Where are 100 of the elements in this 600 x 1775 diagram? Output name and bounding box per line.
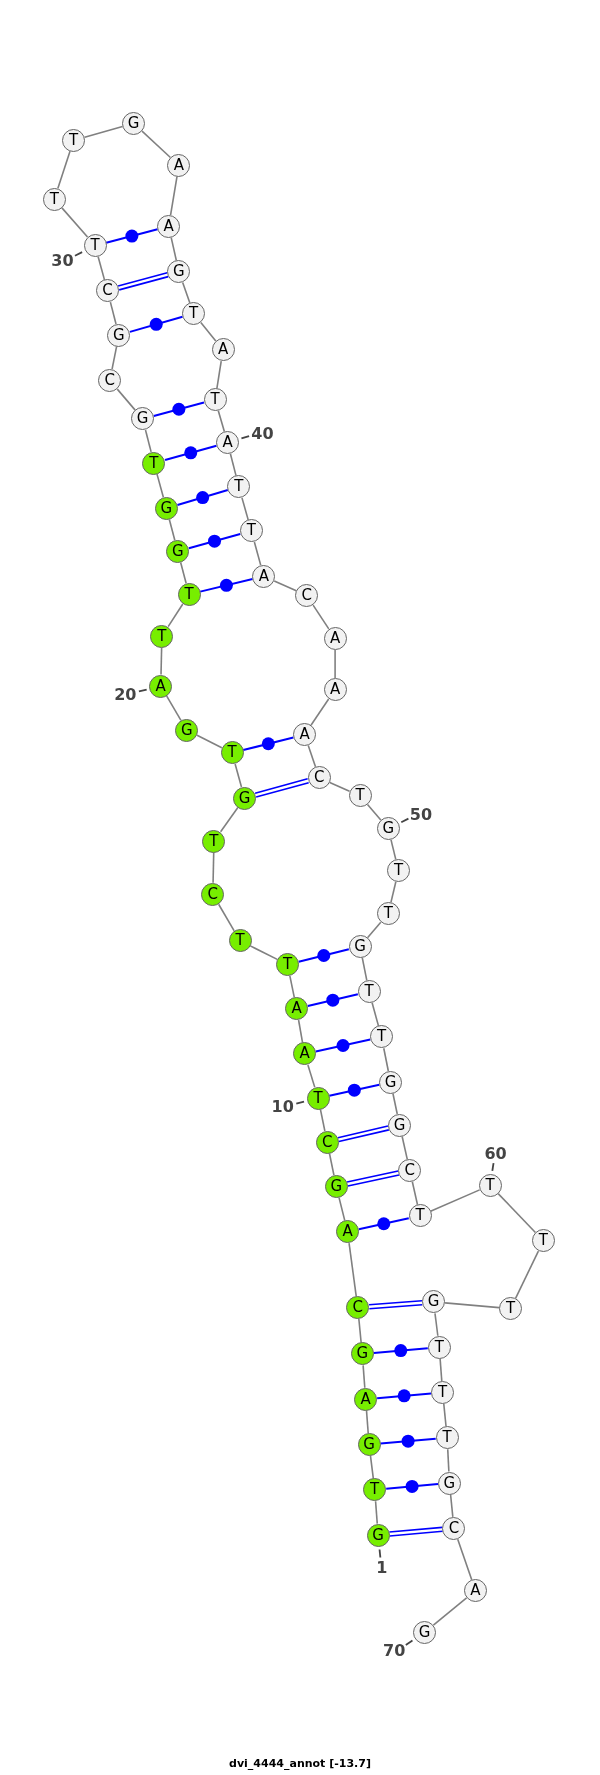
nucleotide-circle: G — [348, 934, 372, 958]
nucleotide-circle: T — [62, 128, 86, 152]
nucleotide-circle: T — [348, 784, 372, 808]
nucleotide-circle: G — [357, 1433, 381, 1456]
nucleotide-circle: T — [276, 953, 300, 976]
nucleotide-circle: G — [107, 323, 131, 347]
nucleotide-circle: G — [379, 1070, 403, 1094]
backbone-line — [449, 1493, 454, 1518]
backbone-line — [273, 580, 298, 592]
base-pair-line — [379, 1434, 437, 1448]
nucleotide-circle: A — [285, 997, 309, 1021]
nucleotide-circle: G — [376, 817, 400, 841]
nucleotide-circle: A — [354, 1387, 378, 1411]
backbone-line — [358, 1318, 362, 1344]
backbone-line — [57, 150, 71, 190]
backbone-line — [371, 1002, 380, 1027]
backbone-line — [319, 1108, 326, 1132]
backbone-line — [439, 1357, 443, 1382]
backbone-line — [241, 497, 249, 521]
base-pair-line — [376, 1389, 433, 1403]
nucleotide-circle: T — [203, 388, 227, 412]
base-pair-line — [128, 315, 184, 333]
base-pair-line — [176, 489, 229, 507]
backbone-line — [444, 1302, 500, 1309]
base-pair-line — [164, 444, 218, 461]
nucleotide-circle: T — [478, 1173, 502, 1197]
base-pair-line — [242, 736, 295, 752]
nucleotide-circle: G — [131, 407, 155, 431]
position-number: 50 — [409, 804, 433, 824]
backbone-line — [328, 781, 351, 792]
position-number: 40 — [251, 423, 274, 443]
nucleotide-circle: G — [388, 1113, 412, 1137]
backbone-line — [229, 452, 237, 477]
backbone-line — [179, 561, 187, 584]
nucleotide-circle: T — [531, 1229, 555, 1253]
backbone-line — [297, 1019, 304, 1044]
nucleotide-circle: T — [387, 859, 410, 883]
backbone-line — [212, 851, 215, 884]
backbone-line — [497, 1192, 537, 1234]
base-pair-line — [152, 401, 205, 417]
base-pair-line — [346, 1170, 400, 1187]
base-pair-line — [297, 948, 350, 963]
nucleotide-circle: T — [177, 582, 201, 606]
nucleotide-circle: A — [336, 1220, 360, 1244]
nucleotide-circle: A — [463, 1579, 487, 1603]
backbone-line — [307, 1064, 316, 1088]
nucleotide-circle: T — [499, 1297, 523, 1321]
nucleotide-circle: T — [182, 302, 206, 326]
position-number: 70 — [383, 1640, 406, 1660]
backbone-line — [334, 649, 336, 679]
base-pair-line — [117, 271, 170, 291]
nucleotide-circle: T — [42, 187, 66, 211]
nucleotide-circle: A — [323, 677, 347, 701]
nucleotide-circle: G — [422, 1290, 446, 1314]
nucleotide-circle: A — [293, 723, 316, 747]
backbone-line — [249, 945, 279, 961]
backbone-line — [181, 281, 191, 304]
nucleotide-circle: C — [442, 1516, 466, 1540]
nucleotide-circle: T — [239, 519, 263, 543]
backbone-line — [168, 518, 176, 541]
nucleotide-circle: C — [307, 766, 331, 790]
backbone-line — [369, 1455, 375, 1480]
backbone-line — [456, 1538, 473, 1581]
backbone-line — [338, 1196, 346, 1222]
backbone-line — [434, 1312, 439, 1337]
nucleotide-circle: A — [211, 338, 235, 362]
nucleotide-circle: A — [167, 153, 191, 177]
nucleotide-circle: T — [427, 1335, 451, 1359]
position-number: 30 — [51, 250, 74, 270]
backbone-line — [401, 1135, 409, 1161]
nucleotide-circle: T — [431, 1380, 455, 1404]
nucleotide-circle: T — [363, 1478, 387, 1502]
backbone-line — [429, 1189, 481, 1213]
backbone-line — [217, 409, 226, 433]
nucleotide-circle: G — [166, 539, 190, 563]
backbone-line — [382, 1047, 390, 1072]
position-number: 20 — [114, 684, 137, 704]
nucleotide-circle: A — [252, 564, 276, 588]
backbone-line — [169, 175, 178, 216]
base-pair-line — [385, 1479, 439, 1493]
base-pair-line — [254, 778, 310, 798]
base-pair-line — [328, 1083, 381, 1097]
nucleotide-circle: C — [398, 1159, 422, 1183]
nucleotide-circle: C — [315, 1130, 339, 1154]
nucleotide-circle: C — [201, 882, 225, 906]
backbone-line — [432, 1597, 468, 1626]
nucleotide-circle: T — [220, 741, 244, 765]
base-pair-line — [105, 228, 159, 244]
nucleotide-circle: G — [233, 786, 256, 810]
backbone-line — [310, 698, 330, 726]
backbone-line — [144, 429, 152, 453]
caption: dvi_4444_annot [-13.7] — [228, 1757, 372, 1770]
backbone-line — [392, 1092, 399, 1115]
position-number: 1 — [376, 1557, 388, 1577]
nucleotide-circle: G — [324, 1174, 348, 1198]
nucleotide-circle: G — [122, 111, 146, 135]
nucleotide-circle: C — [98, 368, 122, 392]
base-pair-line — [199, 577, 254, 593]
backbone-line — [167, 603, 184, 628]
nucleotide-circle: A — [216, 431, 240, 455]
